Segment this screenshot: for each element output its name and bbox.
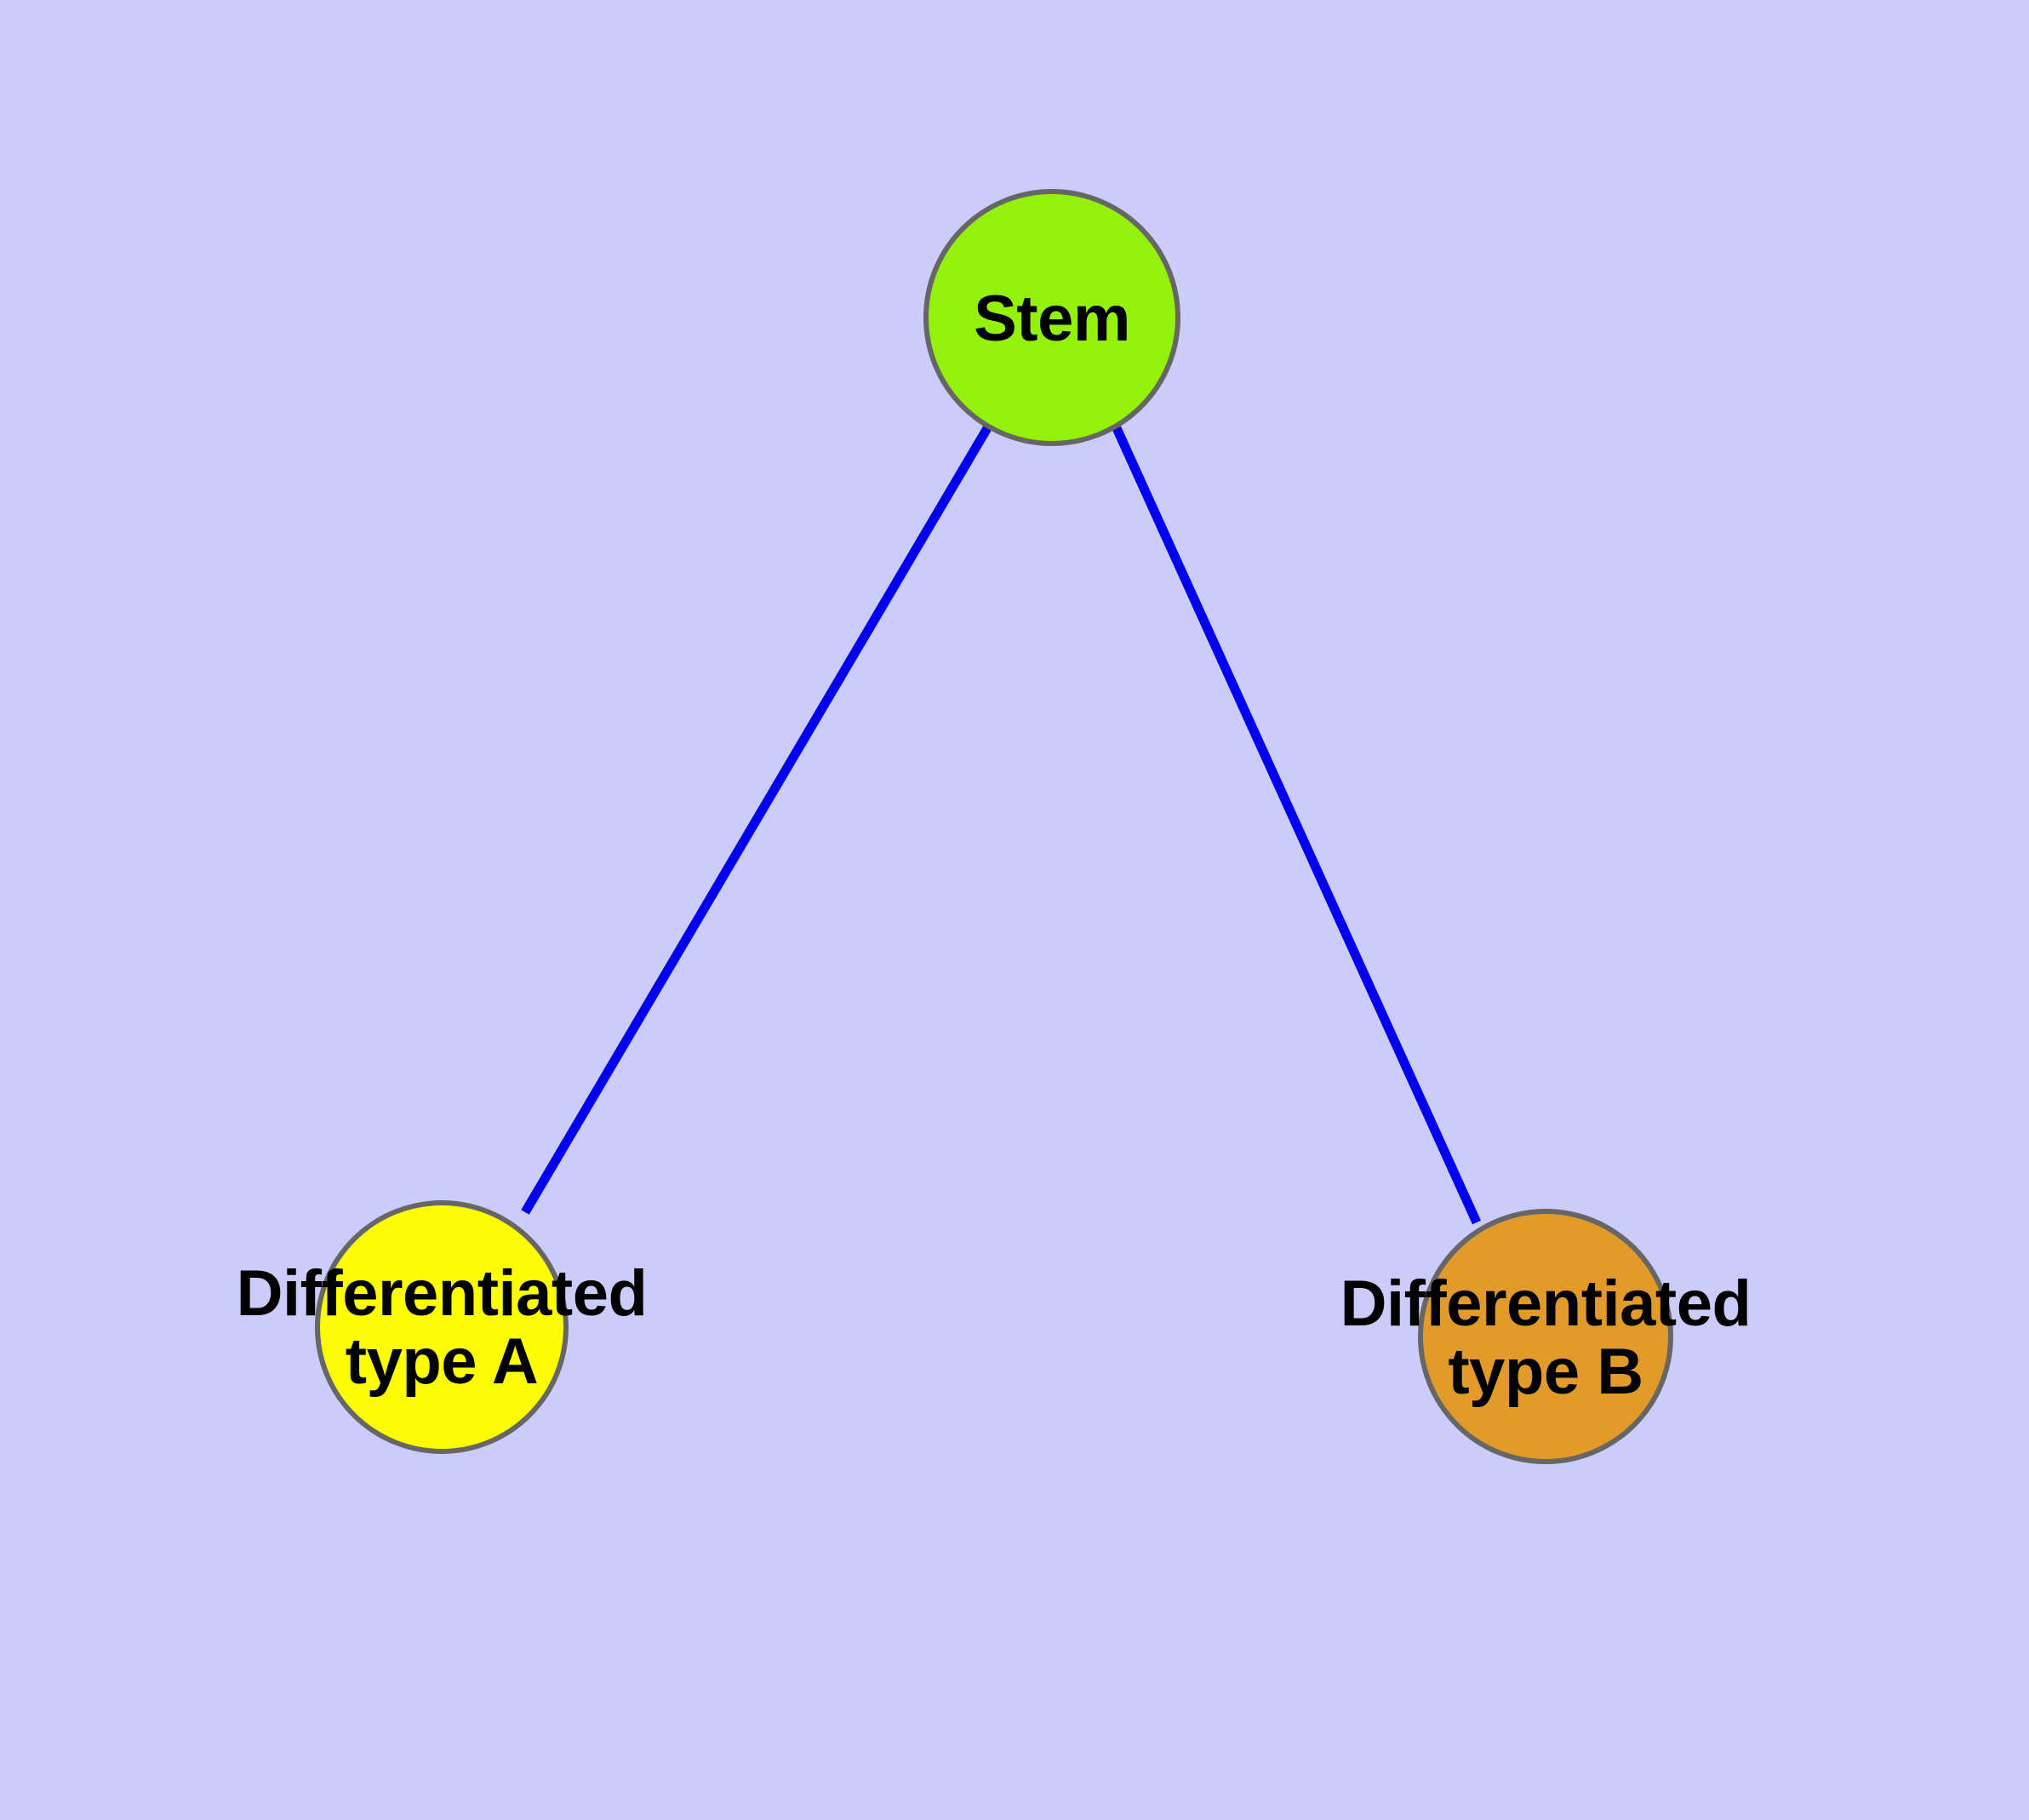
edge-stem-to-diff-b[interactable] (1112, 426, 1482, 1225)
node-differentiated-type-a[interactable] (315, 1200, 569, 1454)
node-differentiated-type-b[interactable] (1418, 1209, 1673, 1464)
node-stem[interactable] (923, 189, 1180, 446)
edge-stem-to-diff-a[interactable] (521, 426, 992, 1215)
